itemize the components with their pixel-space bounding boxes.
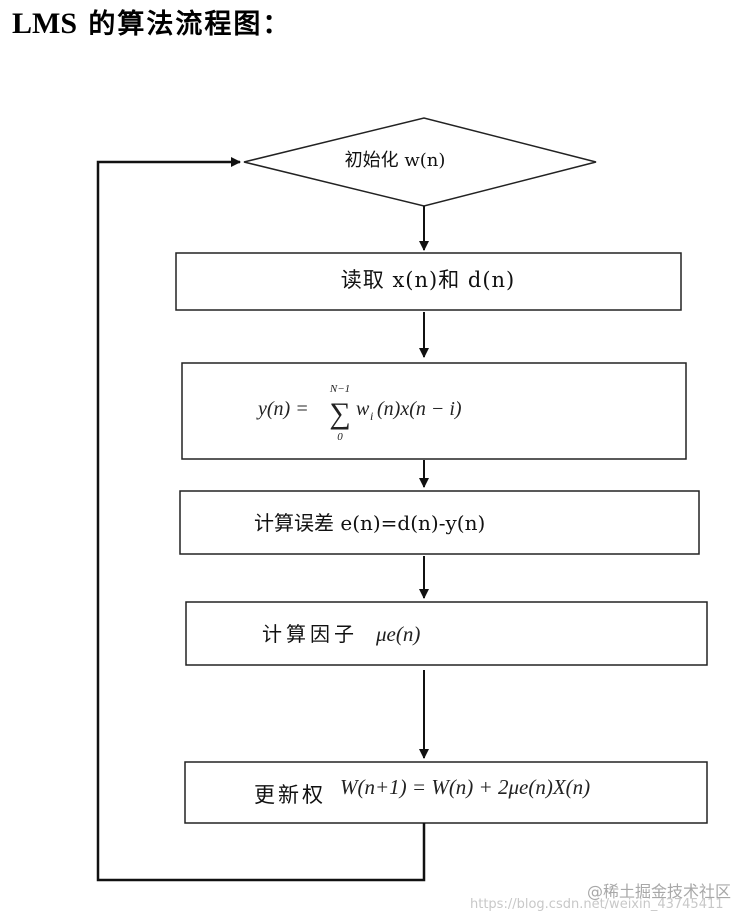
source-url: https://blog.csdn.net/weixin_43745411 xyxy=(470,897,724,912)
sum-rest: (n)x(n − i) xyxy=(377,398,462,420)
output-box xyxy=(181,362,687,460)
sum-sign: ∑ xyxy=(329,397,350,430)
watermark: @稀土掘金技术社区 xyxy=(586,882,731,901)
factor-math: μe(n) xyxy=(375,622,420,646)
factor-box xyxy=(185,601,708,666)
init-diamond xyxy=(243,117,597,207)
title-lms: LMS xyxy=(12,7,78,40)
read-text: 读取 x(n)和 d(n) xyxy=(341,268,515,292)
error-box xyxy=(179,490,700,555)
output-lhs: y(n) = xyxy=(256,398,309,420)
update-label: 更新权 xyxy=(254,783,326,807)
sum-upper: N−1 xyxy=(329,383,350,395)
init-text: 初始化 w(n) xyxy=(345,150,446,171)
sum-term: w xyxy=(356,398,370,420)
factor-label: 计算因子 xyxy=(262,622,358,646)
page-title: LMS 的算法流程图： xyxy=(12,2,291,41)
sum-sub: i xyxy=(370,409,373,423)
title-rest: 的算法流程图： xyxy=(77,9,292,40)
update-math: W(n+1) = W(n) + 2μe(n)X(n) xyxy=(340,775,590,799)
error-text: 计算误差 e(n)=d(n)-y(n) xyxy=(254,511,485,535)
update-box xyxy=(184,761,708,824)
sum-lower: 0 xyxy=(337,431,343,443)
read-box xyxy=(175,252,682,311)
loop-back-line xyxy=(96,157,426,882)
